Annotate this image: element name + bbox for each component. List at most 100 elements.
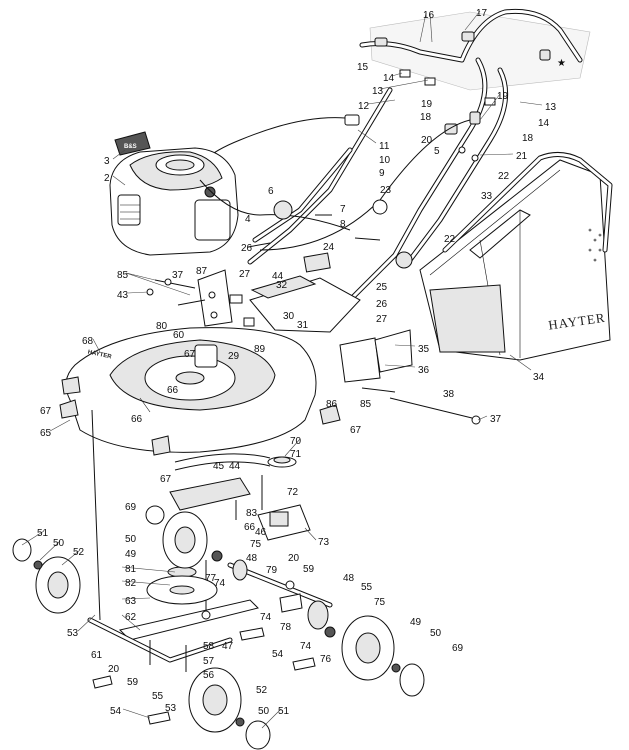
part-label-75: 75 <box>374 597 386 608</box>
part-label-27: 27 <box>376 314 388 325</box>
part-label-37: 37 <box>490 414 502 425</box>
part-label-15: 15 <box>357 62 369 73</box>
part-label-69: 69 <box>452 643 464 654</box>
part-label-66: 66 <box>167 385 179 396</box>
part-label-44: 44 <box>272 271 284 282</box>
part-label-80: 80 <box>156 321 168 332</box>
part-label-48: 48 <box>343 573 355 584</box>
part-label-44: 44 <box>229 461 241 472</box>
part-label-3: 3 <box>104 156 110 167</box>
wheels <box>12 505 425 750</box>
part-label-74: 74 <box>260 612 272 623</box>
part-label-26: 26 <box>241 243 253 254</box>
part-label-61: 61 <box>91 650 103 661</box>
part-label-89: 89 <box>254 344 266 355</box>
part-label-19: 19 <box>421 99 433 110</box>
part-label-21: 21 <box>516 151 528 162</box>
part-label-55: 55 <box>152 691 164 702</box>
part-label-53: 53 <box>67 628 79 639</box>
part-label-57: 57 <box>203 656 215 667</box>
part-label-20: 20 <box>288 553 300 564</box>
part-label-69: 69 <box>125 502 137 513</box>
catcher-vents <box>588 228 602 262</box>
part-label-45: 45 <box>213 461 225 472</box>
part-label-52: 52 <box>73 547 85 558</box>
part-label-87: 87 <box>196 266 208 277</box>
part-label-54: 54 <box>110 706 122 717</box>
part-label-32: 32 <box>276 280 288 291</box>
part-label-79: 79 <box>266 565 278 576</box>
part-label-6: 6 <box>268 186 274 197</box>
engine: B&S <box>109 131 351 256</box>
part-label-17: 17 <box>476 8 488 19</box>
part-label-19: 19 <box>497 91 509 102</box>
part-label-24: 24 <box>323 242 335 253</box>
part-label-65: 65 <box>40 428 52 439</box>
part-label-50: 50 <box>125 534 137 545</box>
part-label-16: 16 <box>423 10 435 21</box>
part-label-55: 55 <box>361 582 373 593</box>
part-label-74: 74 <box>300 641 312 652</box>
part-label-37: 37 <box>172 270 184 281</box>
part-label-18: 18 <box>522 133 534 144</box>
part-label-7: 7 <box>340 204 346 215</box>
part-label-50: 50 <box>53 538 65 549</box>
part-label-71: 71 <box>290 449 302 460</box>
part-label-34: 34 <box>533 372 545 383</box>
part-label-13: 13 <box>372 86 384 97</box>
part-label-68: 68 <box>82 336 94 347</box>
part-label-48: 48 <box>246 553 258 564</box>
part-label-86: 86 <box>326 399 338 410</box>
wheel-front-left <box>145 505 208 569</box>
part-label-4: 4 <box>245 214 251 225</box>
part-label-20: 20 <box>421 135 433 146</box>
part-label-59: 59 <box>303 564 315 575</box>
part-label-23: 23 <box>380 185 392 196</box>
part-label-53: 53 <box>165 703 177 714</box>
part-label-10: 10 <box>379 155 391 166</box>
part-label-67: 67 <box>40 406 52 417</box>
part-label-51: 51 <box>278 706 290 717</box>
part-label-72: 72 <box>287 487 299 498</box>
part-label-70: 70 <box>290 436 302 447</box>
part-label-82: 82 <box>125 578 137 589</box>
part-label-22: 22 <box>498 171 510 182</box>
part-label-67: 67 <box>160 474 172 485</box>
part-label-20: 20 <box>108 664 120 675</box>
part-label-47: 47 <box>222 641 234 652</box>
part-label-67: 67 <box>350 425 362 436</box>
wheel-rear-right <box>341 615 425 697</box>
part-label-12: 12 <box>358 101 370 112</box>
part-label-83: 83 <box>246 508 258 519</box>
part-label-52: 52 <box>256 685 268 696</box>
part-label-74: 74 <box>214 578 226 589</box>
part-label-14: 14 <box>538 118 550 129</box>
part-label-60: 60 <box>173 330 185 341</box>
part-label-18: 18 <box>420 112 432 123</box>
part-label-66: 66 <box>244 522 256 533</box>
mower-deck: HAYTER <box>59 327 341 456</box>
part-label-76: 76 <box>320 654 332 665</box>
part-label-73: 73 <box>318 537 330 548</box>
part-label-33: 33 <box>481 191 493 202</box>
part-label-11: 11 <box>379 141 390 152</box>
part-label-54: 54 <box>272 649 284 660</box>
drive-assembly <box>87 409 336 725</box>
part-label-36: 36 <box>418 365 430 376</box>
part-label-30: 30 <box>283 311 295 322</box>
wheel-far-left <box>12 538 81 614</box>
engine-decal: B&S <box>124 144 137 150</box>
part-label-67: 67 <box>184 349 196 360</box>
part-label-56: 56 <box>203 670 215 681</box>
part-label-25: 25 <box>376 282 388 293</box>
part-label-85: 85 <box>117 270 129 281</box>
part-label-38: 38 <box>443 389 455 400</box>
part-label-51: 51 <box>37 528 49 539</box>
part-label-13: 13 <box>545 102 557 113</box>
deck-brand: HAYTER <box>87 350 112 361</box>
part-label-58: 58 <box>203 641 215 652</box>
part-label-9: 9 <box>379 168 385 179</box>
control-brackets <box>146 199 481 425</box>
part-label-22: 22 <box>444 234 456 245</box>
